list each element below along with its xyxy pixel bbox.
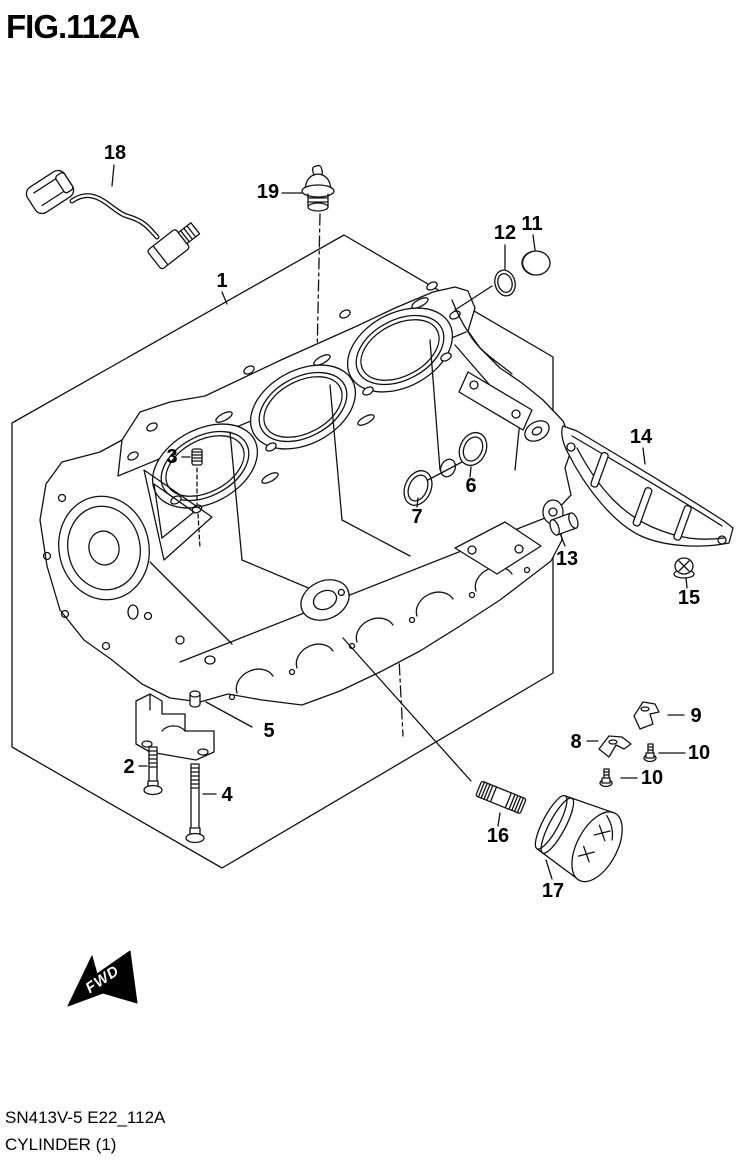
part-callout-16: 16 (486, 825, 510, 847)
part-callout-17: 17 (541, 880, 565, 902)
part-callout-8: 8 (570, 731, 582, 753)
part-callout-19: 19 (256, 181, 280, 203)
figure-footer: SN413V-5 E22_112A CYLINDER (1) (5, 1108, 165, 1162)
part-callout-6: 6 (465, 475, 477, 497)
part-18-sensor-drawing (25, 169, 201, 270)
part-19-oil-pressure-switch-drawing (301, 164, 335, 212)
part-callout-14: 14 (629, 426, 653, 448)
figure-caption: CYLINDER (1) (5, 1135, 117, 1154)
part-14-guard-drawing (561, 425, 734, 547)
leader-lines (111, 164, 688, 880)
figure-code: SN413V-5 E22_112A (5, 1108, 166, 1127)
frame-border (11, 234, 554, 869)
part-callout-13: 13 (555, 548, 579, 570)
crank-seal-opening (58, 495, 150, 601)
part-11-plug-drawing (521, 250, 551, 276)
part-15-bolt-drawing (673, 557, 695, 579)
fwd-arrow-icon (67, 950, 138, 1007)
part-8-bracket-drawing (598, 735, 632, 758)
part-10a-bolt-drawing (643, 743, 657, 763)
cylinder-block-drawing (39, 281, 574, 706)
part-callout-2: 2 (123, 756, 135, 778)
figure-title: FIG.112A (6, 8, 140, 45)
part-callout-15: 15 (677, 587, 701, 609)
part-callout-3: 3 (166, 446, 178, 468)
part-callout-7: 7 (411, 506, 423, 528)
part-6-oring-drawing (458, 431, 488, 467)
part-9-bracket-drawing (633, 701, 660, 730)
part-callout-4: 4 (221, 784, 233, 806)
bearing-arches (228, 566, 531, 701)
part-callout-1: 1 (216, 270, 228, 292)
part-16-union-drawing (475, 780, 527, 814)
part-2-bolt-drawing (143, 746, 163, 796)
mount-bracket-drawing (135, 693, 215, 761)
part-callout-11: 11 (521, 213, 543, 235)
part-callout-9: 9 (690, 705, 702, 727)
side-boss (300, 579, 350, 621)
part-3-stud-drawing (191, 448, 203, 466)
part-callout-18: 18 (103, 142, 127, 164)
part-12-gasket-drawing (494, 269, 516, 297)
part-callout-5: 5 (263, 720, 275, 742)
part-7-oring-drawing (403, 470, 433, 506)
part-5-pin-drawing (189, 690, 201, 708)
part-callout-12: 12 (493, 222, 517, 244)
part-13-dowel-drawing (549, 512, 579, 536)
part-10b-bolt-drawing (599, 768, 613, 788)
part-17-oil-filter-drawing (534, 794, 623, 883)
part-callout-10a: 10 (687, 742, 711, 764)
part-callout-10b: 10 (640, 767, 664, 789)
part-4-bolt-drawing (185, 763, 205, 844)
